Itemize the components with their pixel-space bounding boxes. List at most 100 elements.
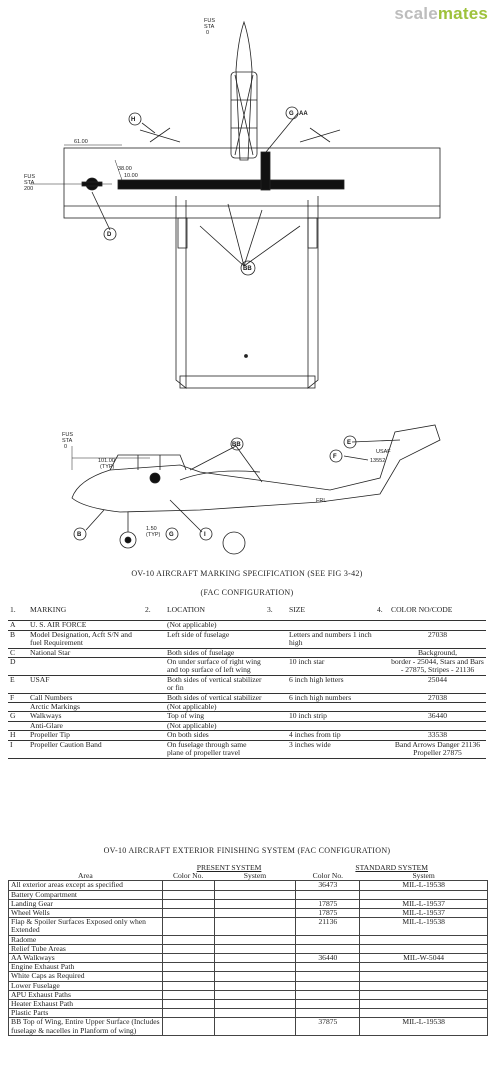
spec-color: Band Arrows Danger 21136 Propeller 27875 [389, 739, 486, 759]
svg-text:101.00: 101.00 [98, 458, 115, 464]
present-system [213, 889, 297, 900]
callout-bb-side: BB [232, 442, 241, 448]
header-num-3: 3. [267, 605, 273, 614]
present-color [161, 980, 215, 991]
spec-code [8, 702, 28, 712]
spec-color [389, 620, 486, 631]
callout-g: G [289, 111, 294, 117]
present-system [213, 1008, 297, 1019]
top-view [30, 20, 441, 389]
spec-color: 27038 [389, 692, 486, 703]
standard-color [295, 980, 361, 991]
standard-system [359, 971, 488, 982]
present-system [213, 917, 297, 936]
spec-location: Top of wing [165, 711, 265, 722]
spec-marking: Propeller Caution Band [28, 739, 143, 759]
present-system [213, 943, 297, 955]
header-num-2: 2. [145, 605, 151, 614]
spec-color: 25044 [389, 674, 486, 694]
spec-size: 3 inches wide [287, 739, 375, 759]
standard-color [295, 962, 361, 973]
boom-side [179, 470, 261, 481]
spec-size [287, 720, 375, 731]
spec-location: (Not applicable) [165, 702, 265, 712]
present-color [161, 943, 215, 955]
spec-marking: U. S. AIR FORCE [28, 620, 143, 631]
walkway-vertical [260, 151, 271, 191]
left-boom [175, 196, 187, 389]
spec-subtitle: (FAC CONFIGURATION) [200, 588, 294, 597]
standard-system [359, 989, 488, 1001]
present-color [161, 898, 215, 910]
finish-row: BB Top of Wing, Entire Upper Surface (In… [8, 1017, 488, 1036]
present-system [213, 989, 297, 1001]
spec-color: 33538 [389, 730, 486, 741]
svg-text:STA: STA [24, 180, 35, 186]
walkway-bar [117, 179, 345, 190]
spec-row: Anti-Glare(Not applicable) [8, 720, 486, 731]
svg-text:(TYP): (TYP) [100, 464, 115, 470]
present-color [161, 908, 215, 919]
spec-code: D [8, 657, 28, 676]
present-system [213, 971, 297, 982]
wing [63, 147, 441, 219]
serial-tail-label: 13552 [370, 458, 385, 464]
finish-area: All exterior areas except as specified [8, 880, 163, 891]
usaf-tail-label: USAF [376, 449, 391, 455]
callout-e: E [347, 440, 351, 446]
present-system [213, 934, 297, 945]
spec-size [287, 702, 375, 712]
present-system [213, 999, 297, 1010]
standard-system-col-header: System [412, 871, 435, 881]
header-location: LOCATION [167, 605, 205, 614]
spec-color: Background, [389, 647, 486, 658]
spec-code: E [8, 674, 28, 694]
standard-system [359, 889, 488, 900]
present-color [161, 971, 215, 982]
spec-size: 10 inch star [287, 657, 375, 676]
spec-marking: Walkways [28, 711, 143, 722]
present-color [161, 917, 215, 936]
spec-marking: Model Designation, Acft S/N and fuel Req… [28, 629, 143, 649]
header-num-1: 1. [10, 605, 16, 614]
spec-location: Both sides of vertical stabilizer or fin [165, 674, 265, 694]
spec-marking: USAF [28, 674, 143, 694]
watermark-part1: scale [394, 4, 438, 23]
dim-61: 61.00 [74, 139, 88, 145]
svg-text:1.50: 1.50 [146, 526, 157, 532]
standard-color: 36440 [295, 953, 361, 964]
standard-system: MIL-L-19538 [359, 880, 488, 891]
finish-row: White Caps as Required [8, 971, 488, 982]
spec-code: B [8, 629, 28, 649]
spec-location: (Not applicable) [165, 620, 265, 631]
spec-code: C [8, 647, 28, 658]
spec-location: Left side of fuselage [165, 629, 265, 649]
callout-i: I [204, 532, 206, 538]
standard-system [359, 980, 488, 991]
svg-text:FUS: FUS [62, 432, 73, 438]
spec-code: I [8, 739, 28, 759]
canopy-side [109, 454, 187, 471]
present-color [161, 989, 215, 1001]
finish-row: Heater Exhaust Path [8, 999, 488, 1010]
standard-color [295, 989, 361, 1001]
callout-f: F [333, 454, 337, 460]
spec-marking: National Star [28, 647, 143, 658]
spec-marking [28, 657, 143, 676]
fuselage-side [71, 424, 441, 513]
svg-text:0: 0 [206, 30, 209, 36]
spec-marking: Propeller Tip [28, 730, 143, 741]
callout-b: B [77, 532, 82, 538]
spec-location: Both sides of fuselage [165, 647, 265, 658]
area-header: Area [77, 871, 93, 881]
right-nacelle [307, 217, 318, 249]
standard-system: MIL-L-19538 [359, 1017, 488, 1036]
spec-size: 6 inch high letters [287, 674, 375, 694]
watermark-logo: scalemates [394, 4, 488, 24]
spec-color: 27038 [389, 629, 486, 649]
spec-row: Arctic Markings(Not applicable) [8, 702, 486, 712]
